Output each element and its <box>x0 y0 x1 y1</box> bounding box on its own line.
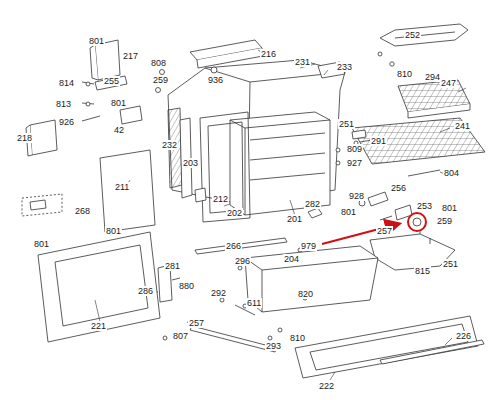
callout-number: 217 <box>122 51 139 61</box>
callout-number: 804 <box>443 168 460 178</box>
callout-number: 216 <box>260 49 277 59</box>
callout-number: 231 <box>294 57 311 67</box>
callout-number: 815 <box>414 266 431 276</box>
callout-number: 256 <box>390 183 407 193</box>
callout-number: 233 <box>336 62 353 72</box>
callout-number: 814 <box>58 78 75 88</box>
callout-number: 820 <box>297 289 314 299</box>
callout-number: 801 <box>33 239 50 249</box>
callout-number: 928 <box>348 191 365 201</box>
callout-number: 801 <box>340 207 357 217</box>
callout-number: 211 <box>114 182 130 192</box>
callout-number: 281 <box>164 261 181 271</box>
callout-number: 801 <box>105 226 122 236</box>
callout-number: 268 <box>74 206 91 216</box>
callout-number: 259 <box>436 216 453 226</box>
callout-number: 282 <box>304 199 321 209</box>
callout-number: 936 <box>207 75 224 85</box>
callout-number: 294 <box>424 72 441 82</box>
callout-number: 810 <box>396 69 413 79</box>
callout-number: 286 <box>137 286 154 296</box>
callout-number: 251 <box>338 119 355 129</box>
callout-number: 293 <box>265 341 282 351</box>
callout-number: 247 <box>440 78 457 88</box>
callout-number: 218 <box>16 133 33 143</box>
callout-number: 252 <box>404 30 421 40</box>
callout-number: 296 <box>234 256 251 266</box>
callout-number: 926 <box>58 117 75 127</box>
callout-number: 927 <box>346 158 363 168</box>
callout-number: 221 <box>90 321 107 331</box>
callout-number: 204 <box>283 254 300 264</box>
callout-number: 222 <box>318 381 335 391</box>
callout-number: 979 <box>300 241 317 251</box>
callout-number: 232 <box>161 140 178 150</box>
callout-number: 251 <box>442 259 459 269</box>
callout-number: 801 <box>441 203 458 213</box>
callout-number: 810 <box>289 333 306 343</box>
callout-number: 253 <box>416 201 433 211</box>
callout-number: 801 <box>88 36 105 46</box>
callout-number: 880 <box>178 281 195 291</box>
callout-number: 611 <box>246 298 262 308</box>
callout-number: 259 <box>152 75 169 85</box>
callout-number: 201 <box>286 214 303 224</box>
callout-number: 291 <box>370 136 387 146</box>
callout-number: 241 <box>454 121 471 131</box>
callout-number: 203 <box>182 158 199 168</box>
callout-number: 257 <box>376 226 393 236</box>
callout-number: 42 <box>113 125 125 135</box>
callout-number: 266 <box>225 241 242 251</box>
callout-number: 808 <box>150 58 167 68</box>
callout-number: 807 <box>172 331 189 341</box>
callout-number: 809 <box>346 144 363 154</box>
callout-number: 212 <box>212 194 229 204</box>
callout-number: 257 <box>188 318 205 328</box>
callout-number: 801 <box>110 98 127 108</box>
callout-number: 255 <box>103 76 120 86</box>
callout-number: 292 <box>210 288 227 298</box>
callout-number: 202 <box>226 208 243 218</box>
callout-number: 226 <box>455 331 472 341</box>
callout-number: 813 <box>55 99 72 109</box>
